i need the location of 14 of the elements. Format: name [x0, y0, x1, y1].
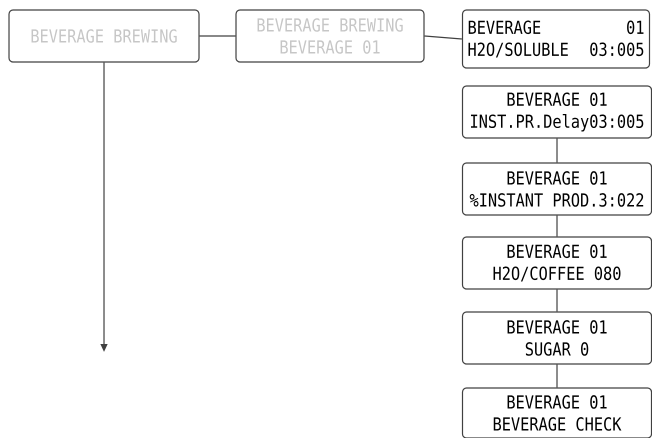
connector-line — [556, 138, 558, 162]
display-box: BEVERAGE 01 H2O/SOLUBLE 03:005 — [462, 9, 650, 69]
display-box: BEVERAGE 01 SUGAR 0 — [462, 311, 652, 365]
display-box: BEVERAGE 01 BEVERAGE CHECK — [462, 387, 652, 438]
display-box: BEVERAGE 01 %INSTANT PROD.3:022 — [462, 162, 652, 216]
connector-line — [200, 35, 236, 37]
display-box: BEVERAGE 01 H2O/COFFEE 080 — [462, 236, 652, 290]
connector-line — [556, 290, 558, 312]
display-box: BEVERAGE BREWING BEVERAGE 01 — [235, 9, 425, 63]
display-box: BEVERAGE 01 INST.PR.Delay03:005 — [462, 85, 652, 139]
connector-line — [556, 216, 558, 236]
display-box: BEVERAGE BREWING — [8, 9, 200, 63]
connector-line — [556, 364, 558, 388]
connector-line — [424, 35, 462, 40]
